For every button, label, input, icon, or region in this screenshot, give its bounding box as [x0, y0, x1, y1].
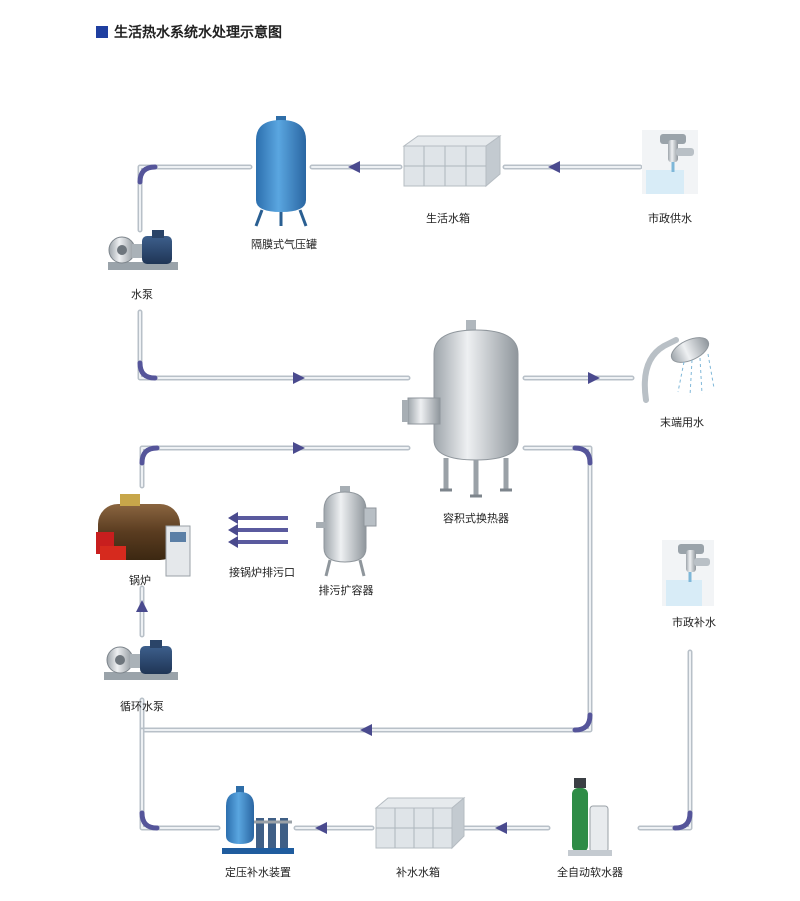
bend-accent	[572, 445, 593, 466]
component-label: 全自动软水器	[557, 865, 623, 879]
water-tank-icon	[374, 796, 466, 850]
bend-accent	[139, 810, 160, 831]
flow-arrow-icon	[548, 161, 560, 173]
triple-arrow-icon	[228, 512, 288, 548]
pipe-pressure-to-pump-inner	[139, 166, 251, 231]
component-label: 定压补水装置	[225, 865, 291, 879]
component-label: 水泵	[131, 288, 153, 301]
bend-accent	[137, 164, 158, 185]
flow-arrow-icon	[293, 372, 305, 384]
faucet-icon	[642, 130, 698, 194]
water-tank-icon	[402, 135, 502, 188]
component-label: 补水水箱	[396, 865, 440, 879]
blowdown-flash-tank: 排污扩容器	[316, 486, 377, 597]
component-label: 锅炉	[129, 574, 151, 587]
pipes	[136, 161, 693, 834]
component-label: 生活水箱	[426, 211, 470, 225]
pipe-makeup-main-inner	[639, 651, 691, 829]
constant-pressure-makeup: 定压补水装置	[222, 786, 294, 879]
pipe-makeup-main	[637, 649, 693, 831]
diaphragm-pressure-tank: 隔膜式气压罐	[251, 116, 317, 251]
title-text: 生活热水系统水处理示意图	[114, 24, 282, 41]
flow-arrow-icon	[136, 600, 148, 612]
pipe-pressure-to-pump	[137, 164, 253, 233]
flow-arrow-icon	[348, 161, 360, 173]
component-label: 循环水泵	[120, 700, 164, 713]
faucet-icon	[662, 540, 714, 606]
pipe-pump-to-exchanger	[137, 309, 411, 381]
bend-accent	[572, 712, 593, 733]
flow-arrow-icon	[588, 372, 600, 384]
pipe-boiler-supply-inner	[141, 447, 409, 487]
municipal-supply: 市政供水	[642, 130, 698, 225]
softener-icon	[568, 778, 612, 856]
flow-arrow-icon	[293, 442, 305, 454]
booster-unit-icon	[222, 786, 294, 854]
auto-water-softener: 全自动软水器	[557, 778, 623, 879]
municipal-makeup: 市政补水	[662, 540, 716, 629]
component-label: 末端用水	[660, 415, 704, 429]
water-pump: 水泵	[108, 230, 178, 301]
volumetric-heat-exchanger: 容积式换热器	[402, 320, 519, 525]
end-use-water: 末端用水	[641, 337, 715, 429]
component-label: 市政补水	[672, 615, 716, 629]
pipe-booster-to-loop	[139, 727, 221, 831]
bend-accent	[139, 445, 160, 466]
pipe-pump-to-exchanger-inner	[139, 311, 409, 379]
pump-icon	[104, 640, 178, 680]
pipe-booster-to-loop-inner	[141, 729, 219, 829]
boiler: 锅炉	[96, 494, 191, 587]
flow-arrow-icon	[495, 822, 507, 834]
diagram-title: 生活热水系统水处理示意图	[96, 24, 282, 41]
component-label: 容积式换热器	[443, 511, 509, 525]
flow-arrow-icon	[315, 822, 327, 834]
component-label: 隔膜式气压罐	[251, 237, 317, 251]
component-label: 接锅炉排污口	[229, 565, 295, 579]
pump-icon	[108, 230, 178, 270]
bend-accent	[137, 360, 158, 381]
title-marker	[96, 26, 108, 38]
bend-accent	[672, 810, 693, 831]
domestic-water-tank: 生活水箱	[402, 135, 502, 225]
shower-icon	[641, 337, 715, 403]
makeup-water-tank: 补水水箱	[374, 796, 466, 879]
component-label: 排污扩容器	[319, 583, 374, 597]
boiler-blowdown-inlet: 接锅炉排污口	[228, 512, 295, 579]
pipe-boiler-supply	[139, 445, 411, 489]
flow-arrow-icon	[360, 724, 372, 736]
heat-exchanger-icon	[402, 320, 519, 498]
pressure-tank-icon	[254, 116, 308, 227]
circulation-pump: 循环水泵	[104, 640, 178, 713]
boiler-icon	[96, 494, 191, 577]
flash-tank-icon	[316, 486, 377, 577]
component-label: 市政供水	[648, 211, 692, 225]
